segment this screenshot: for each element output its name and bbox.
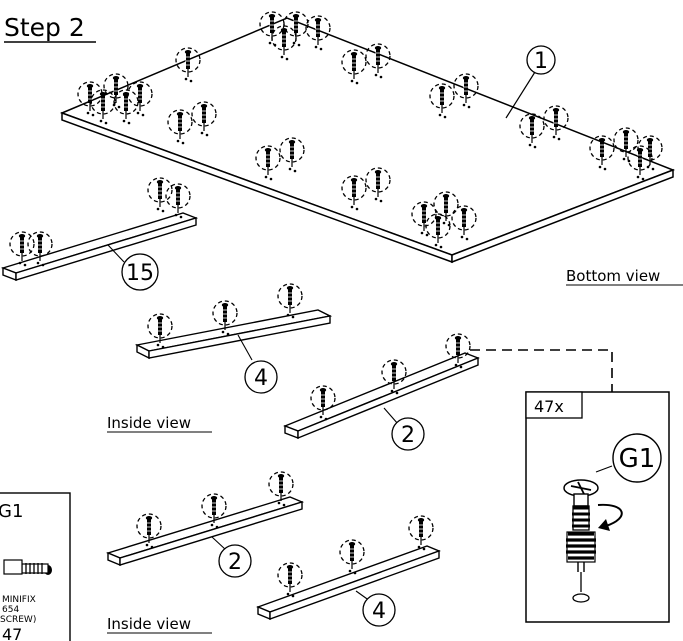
legend-name: MINIFIX: [2, 595, 36, 605]
bottom-view-label: Bottom view: [566, 267, 660, 285]
rail-2-top-leader: [383, 407, 399, 425]
detail-part-code: G1: [619, 444, 656, 474]
rail-4-bottom: [256, 545, 441, 621]
rail-4-top: [134, 309, 333, 360]
rail-15: [0, 212, 199, 282]
rail-15-callout: [121, 253, 159, 291]
legend-number: 654: [2, 605, 19, 615]
rail-4-top-number: 4: [254, 366, 268, 391]
detail-callout-leader: [595, 465, 613, 473]
inside-view-label-top: Inside view: [107, 414, 191, 432]
legend-screw-icon: [3, 559, 52, 575]
legend-code: G1: [0, 501, 23, 522]
rail-4-bottom-number: 4: [372, 599, 386, 624]
rail-2-top-callout: [391, 417, 425, 451]
detail-quantity: 47x: [534, 397, 564, 416]
rail-2-bottom-callout: [218, 544, 252, 578]
rail-15-leader: [107, 244, 125, 263]
panel-1: [59, 17, 676, 264]
rail-4-bottom-callout: [362, 593, 396, 627]
cam-screw-icon: [563, 479, 599, 603]
legend-type: SCREW): [0, 615, 36, 625]
detail-quantity-box: [525, 391, 583, 419]
rail-4-top-callout: [244, 360, 278, 394]
rail-2-top-number: 2: [401, 423, 415, 448]
detail-leader: [470, 349, 613, 392]
rail-2-top: [283, 352, 480, 440]
detail-box: [525, 391, 670, 623]
rail-15-number: 15: [126, 261, 154, 286]
panel-1-callout: [526, 45, 556, 75]
detail-callout: [612, 433, 662, 483]
rail-2-bottom-leader: [211, 536, 227, 551]
rail-2-bottom-number: 2: [228, 550, 242, 575]
rail-4-top-leader: [237, 334, 253, 361]
rotation-arrow-icon: [597, 503, 623, 531]
rail-2-bottom: [105, 496, 305, 567]
panel-1-leader: [505, 71, 536, 119]
inside-view-label-bottom: Inside view: [107, 615, 191, 633]
legend-quantity: 47: [2, 625, 22, 641]
panel-1-number: 1: [534, 49, 548, 74]
step-title: Step 2: [4, 13, 85, 42]
